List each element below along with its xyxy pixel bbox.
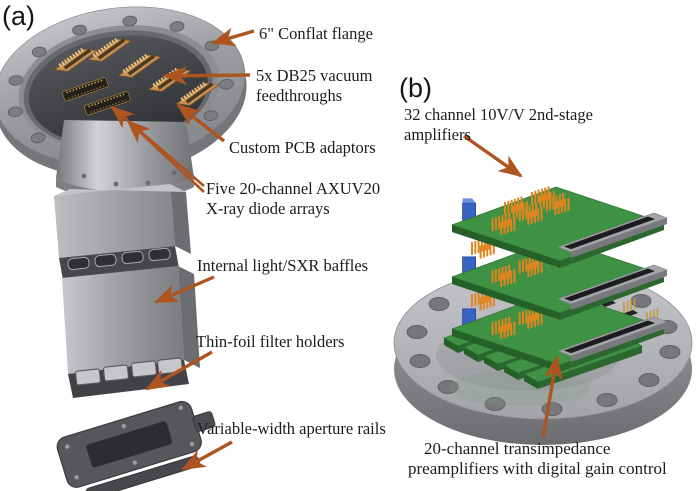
arrow-baffles [154,275,215,304]
arrow-aperture-rails [181,440,233,471]
label-baffles: Internal light/SXR baffles [197,256,368,275]
arrow-amplifiers [463,134,523,178]
label-db25-line2: feedthroughs [256,86,342,105]
second-stage-amplifier-stack [450,185,668,372]
label-amplifiers-line2: amplifiers [404,125,471,144]
label-preamps-line2: preamplifiers with digital gain control [408,459,667,478]
arrow-diode-arrays-2 [126,119,205,193]
label-aperture-rails: Variable-width aperture rails [197,419,386,438]
arrow-preamps [541,355,563,438]
label-db25-line1: 5x DB25 vacuum [256,66,373,85]
label-filter-holders: Thin-foil filter holders [196,332,344,351]
arrow-pcb-adaptors [176,103,226,143]
label-preamps-line1: 20-channel transimpedance [424,439,610,458]
annotation-labels: (a) (b) 6" Conflat flange 5x DB25 vacuum… [2,1,667,478]
arrow-conflat-flange [211,27,255,46]
baffle-box-upper [54,184,191,258]
arrow-db25-feedthroughs [163,66,251,86]
label-amplifiers-line1: 32 channel 10V/V 2nd-stage [404,105,593,124]
panel-b-label: (b) [399,73,432,103]
label-diode-line2: X-ray diode arrays [206,199,330,218]
preamplifier-flange-assembly [393,185,693,445]
label-conflat-flange: 6" Conflat flange [259,24,373,43]
label-diode-line1: Five 20-channel AXUV20 [206,179,380,198]
label-pcb-adaptors: Custom PCB adaptors [229,138,376,157]
arrow-filter-holders [145,350,213,391]
vacuum-flange-assembly [0,6,247,491]
annotation-arrows [110,27,563,471]
internal-baffle-slots [59,246,179,280]
aperture-rail-plate [56,400,216,491]
panel-a-label: (a) [2,1,35,31]
